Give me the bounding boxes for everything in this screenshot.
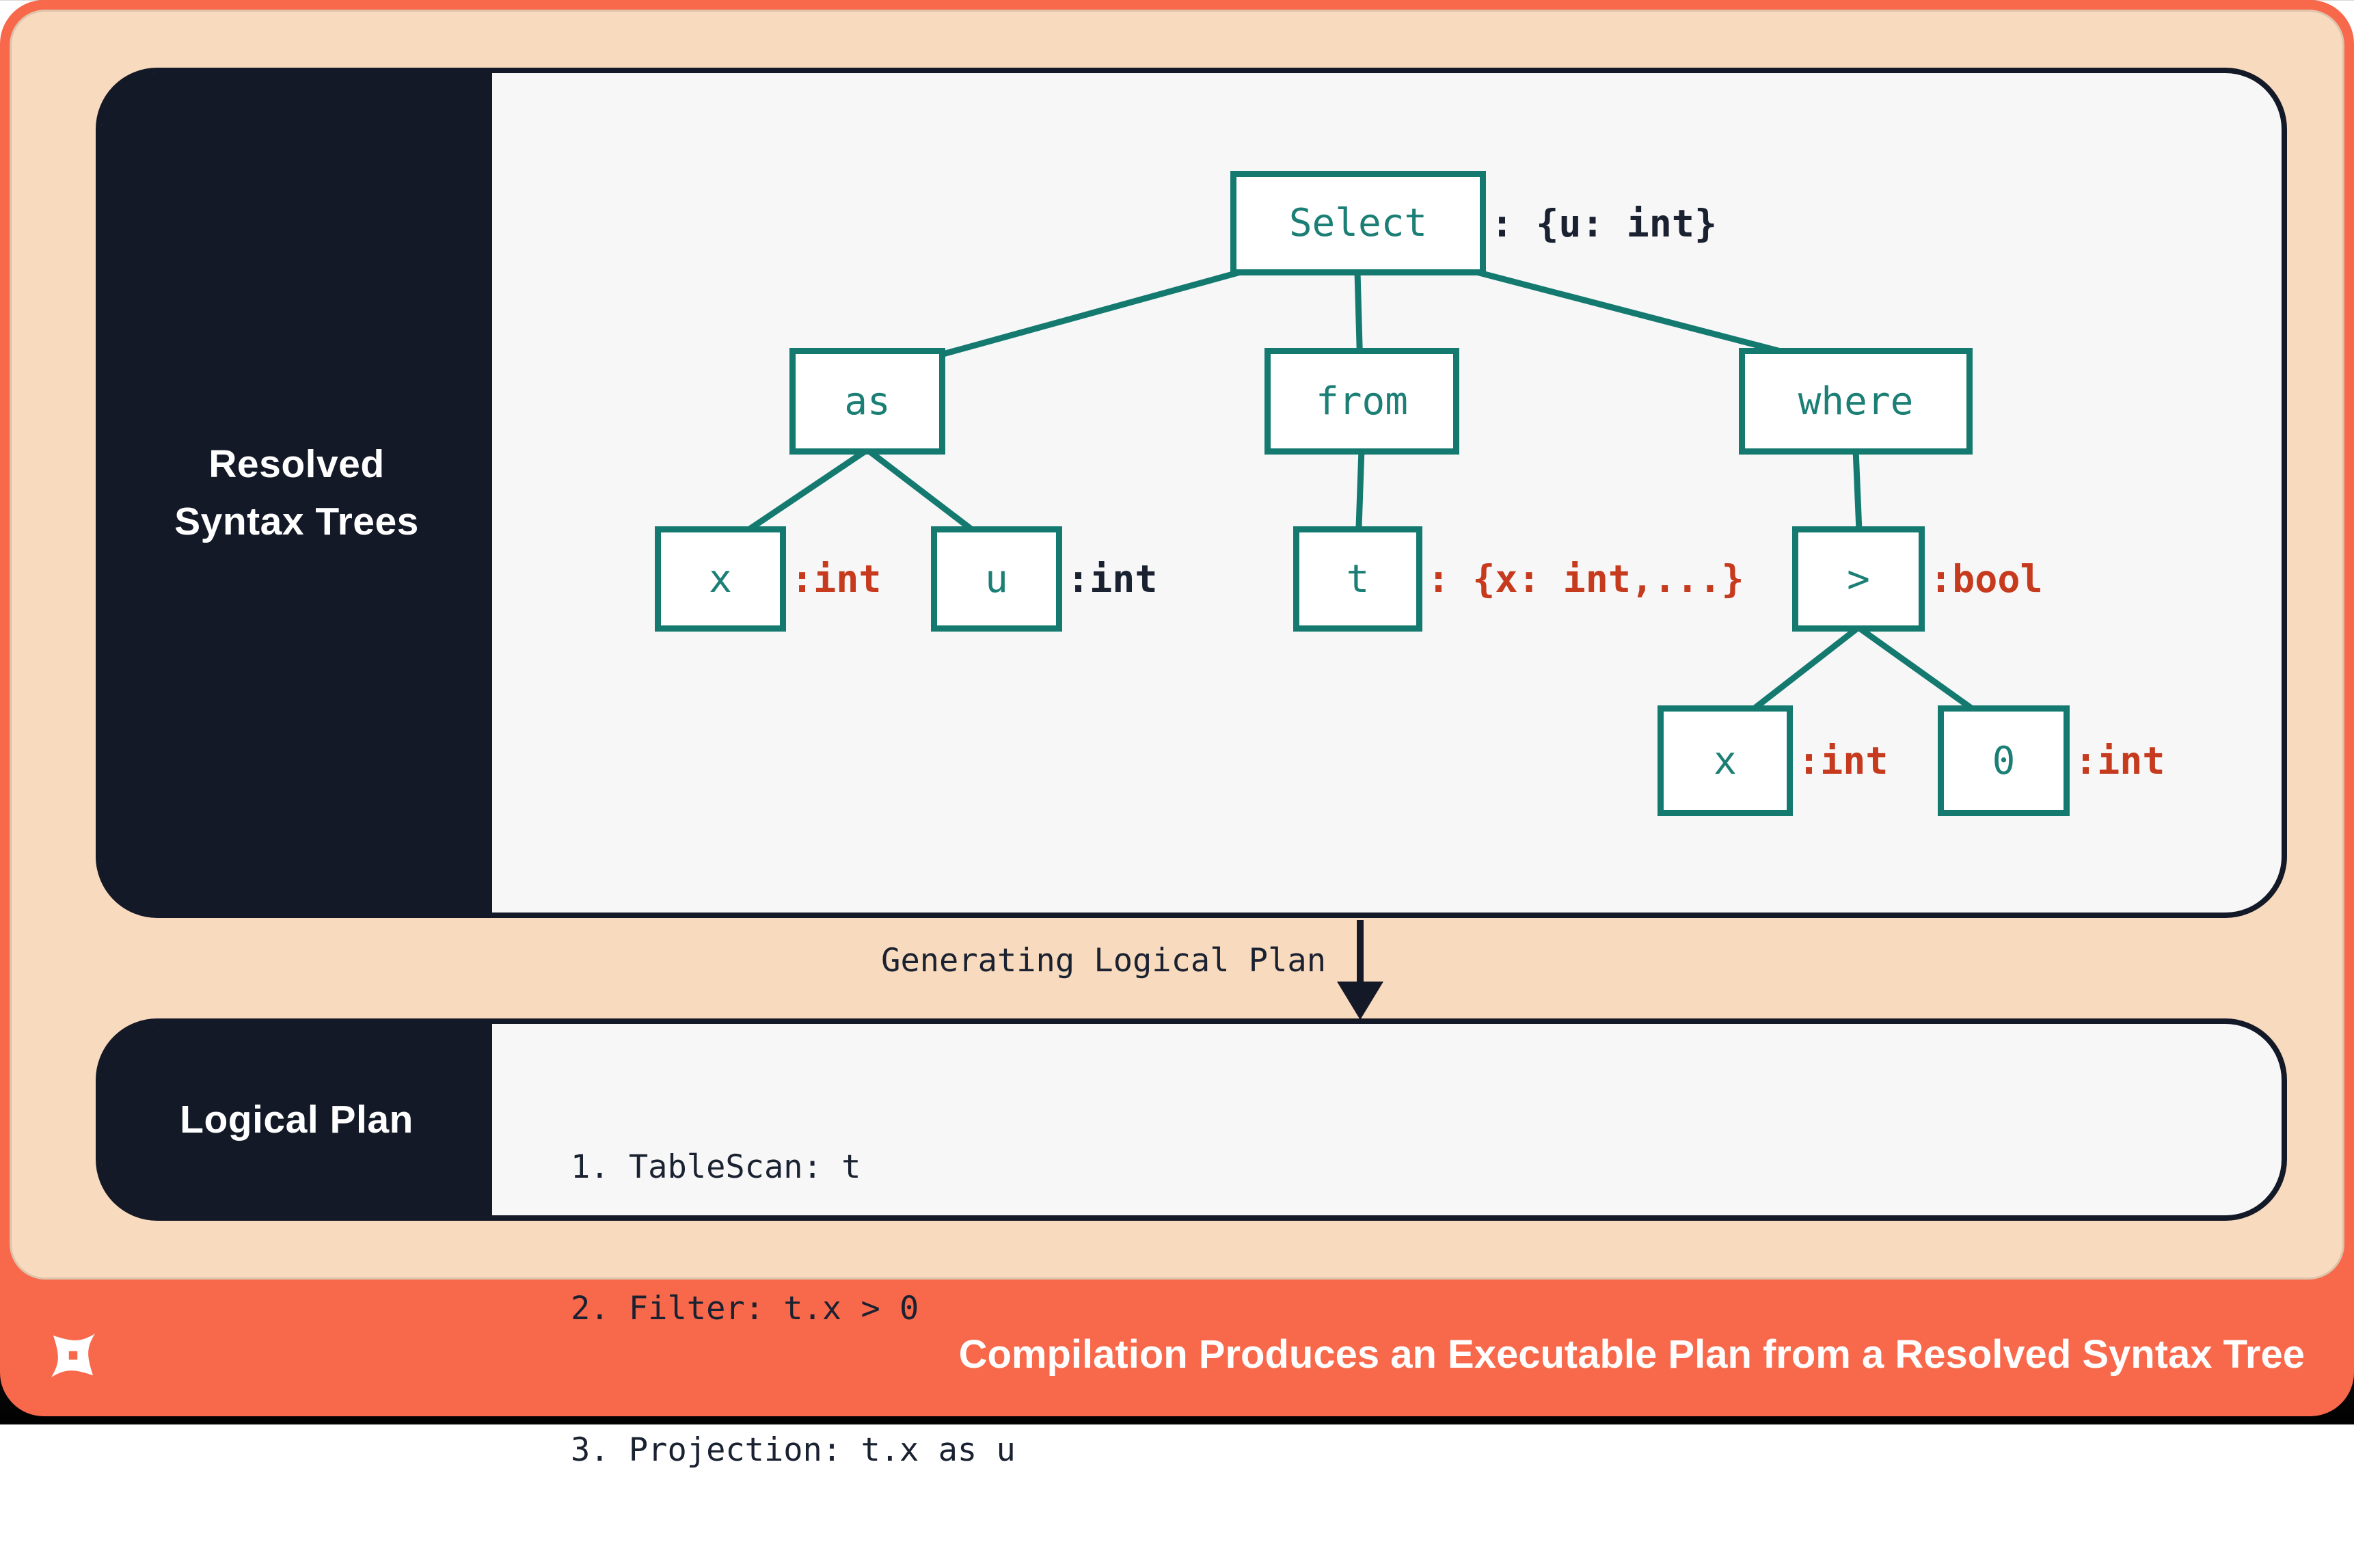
node-label: where xyxy=(1798,379,1914,424)
tree-node-x: x :int xyxy=(655,526,881,632)
node-type-annotation: :int xyxy=(791,557,882,601)
generating-logical-plan-label: Generating Logical Plan xyxy=(881,942,1326,979)
logical-plan-title: Logical Plan xyxy=(180,1098,414,1141)
tree-node-where: where xyxy=(1739,348,1973,455)
logical-plan-steps: 1. TableScan: t 2. Filter: t.x > 0 3. Pr… xyxy=(571,1049,1016,1568)
tree-node-from: from xyxy=(1264,348,1459,455)
node-label: t xyxy=(1346,556,1370,601)
dbt-logo-icon xyxy=(51,1334,95,1377)
resolved-title-line-1: Resolved xyxy=(208,442,385,486)
tree-node-as: as xyxy=(789,348,945,455)
resolved-card-sidebar: Resolved Syntax Trees xyxy=(101,73,492,913)
node-type-annotation: :int xyxy=(2074,739,2165,783)
node-type-annotation: :bool xyxy=(1930,557,2043,601)
resolved-syntax-trees-card: Resolved Syntax Trees xyxy=(96,68,2287,918)
node-label: u xyxy=(985,556,1008,601)
compilation-diagram-page: Resolved Syntax Trees Logical Plan Selec… xyxy=(0,0,2354,1469)
tree-node-greater-than: > :bool xyxy=(1792,526,2043,632)
logical-plan-card: Logical Plan xyxy=(96,1018,2287,1221)
logical-plan-step: 1. TableScan: t xyxy=(571,1148,861,1186)
tree-node-u: u :int xyxy=(931,526,1157,632)
node-label: x xyxy=(709,556,732,601)
tree-node-select: Select : {u: int} xyxy=(1230,171,1717,275)
node-label: from xyxy=(1316,379,1408,424)
node-type-annotation: :int xyxy=(1798,739,1889,783)
node-type-annotation: : {u: int} xyxy=(1491,201,1718,245)
node-label: x xyxy=(1714,738,1737,783)
node-label: 0 xyxy=(1992,738,2016,783)
node-type-annotation: :int xyxy=(1067,557,1158,601)
logical-plan-step: 2. Filter: t.x > 0 xyxy=(571,1290,919,1327)
resolved-title-line-2: Syntax Trees xyxy=(174,500,419,543)
tree-node-t: t : {x: int,...} xyxy=(1293,526,1744,632)
tree-node-zero: 0 :int xyxy=(1938,705,2165,816)
node-label: Select xyxy=(1288,201,1428,245)
node-label: > xyxy=(1847,556,1870,601)
node-label: as xyxy=(844,379,891,424)
footer-title: Compilation Produces an Executable Plan … xyxy=(958,1332,2305,1377)
logical-card-sidebar: Logical Plan xyxy=(101,1024,492,1215)
node-type-annotation: : {x: int,...} xyxy=(1427,557,1744,601)
logical-plan-step: 3. Projection: t.x as u xyxy=(571,1431,1016,1469)
tree-node-x-operand: x :int xyxy=(1658,705,1888,816)
